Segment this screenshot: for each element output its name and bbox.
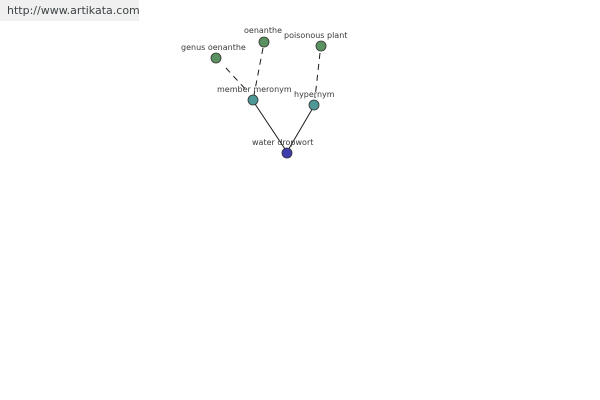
node-hypernym-dot[interactable] (308, 99, 320, 111)
edge-oenanthe-to-member-meronym (253, 47, 264, 96)
node-oenanthe-label: oenanthe (244, 26, 282, 35)
edge-hypernym-to-water-dropwort (286, 105, 315, 153)
edge-member-meronym-to-water-dropwort (252, 100, 288, 153)
node-oenanthe-dot[interactable] (258, 36, 270, 48)
graph-nodes: genus oenanthe oenanthe poisonous plant … (181, 26, 347, 159)
node-oenanthe[interactable]: oenanthe (244, 26, 282, 48)
node-poisonous-plant-dot[interactable] (315, 40, 327, 52)
node-water-dropwort-label: water dropwort (252, 138, 313, 147)
node-hypernym[interactable]: hypernym (294, 90, 335, 111)
node-member-meronym[interactable]: member meronym (217, 85, 292, 106)
node-water-dropwort-dot[interactable] (281, 147, 293, 159)
source-url-banner: http://www.artikata.com (0, 0, 140, 21)
node-poisonous-plant[interactable]: poisonous plant (284, 31, 347, 52)
edge-genus-oenanthe-to-member-meronym (225, 67, 249, 93)
node-genus-oenanthe[interactable]: genus oenanthe (181, 43, 246, 64)
node-genus-oenanthe-dot[interactable] (210, 52, 222, 64)
node-member-meronym-dot[interactable] (247, 94, 259, 106)
node-genus-oenanthe-label: genus oenanthe (181, 43, 246, 52)
graph-edges (225, 47, 321, 153)
node-water-dropwort[interactable]: water dropwort (252, 138, 313, 159)
node-hypernym-label: hypernym (294, 90, 335, 99)
node-poisonous-plant-label: poisonous plant (284, 31, 347, 40)
source-url-text[interactable]: http://www.artikata.com (7, 4, 140, 17)
node-member-meronym-label: member meronym (217, 85, 292, 94)
edge-poisonous-plant-to-hypernym (314, 52, 321, 99)
